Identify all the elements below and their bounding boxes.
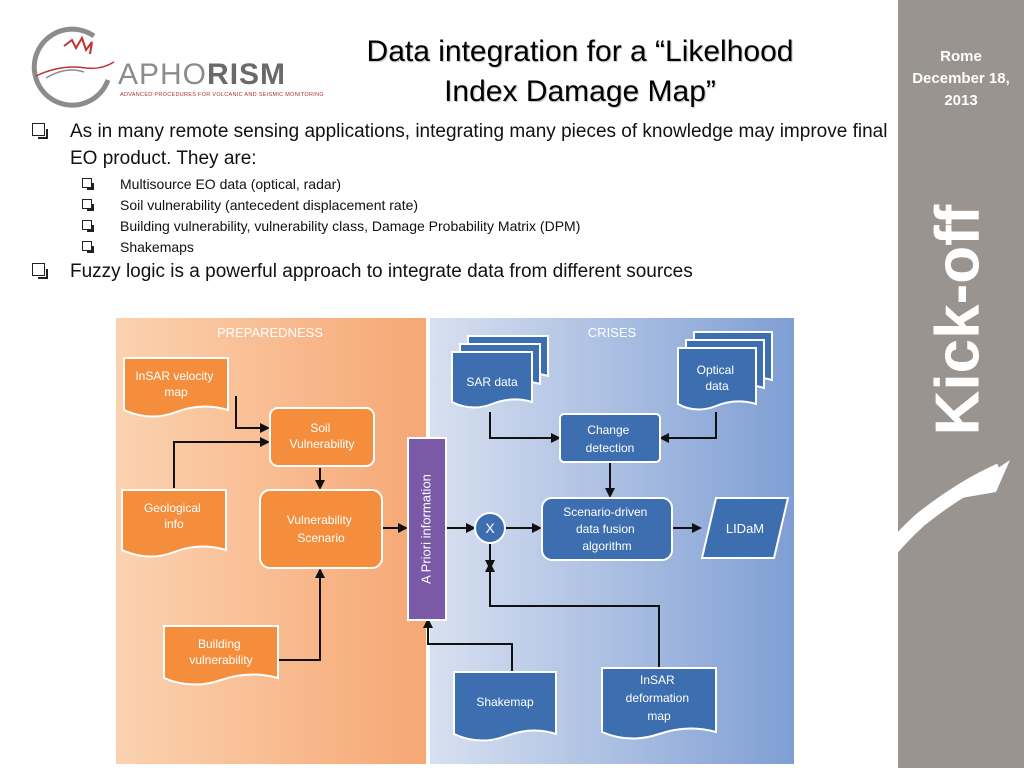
multiply-node bbox=[474, 512, 506, 544]
checkbox-bullet-icon bbox=[32, 263, 48, 279]
insar-velocity-line1: InSAR velocity bbox=[135, 369, 213, 383]
bullet-item: Fuzzy logic is a powerful approach to in… bbox=[32, 258, 892, 285]
svg-text:Geological info: Geological info bbox=[144, 501, 204, 531]
svg-text:Scenario-driven data fus: Scenario-driven data fusion algorithm bbox=[563, 505, 650, 553]
fusion-line3: algorithm bbox=[582, 539, 631, 553]
lidam-node bbox=[700, 497, 790, 559]
checkbox-bullet-icon bbox=[82, 241, 94, 253]
a-priori-information-node bbox=[407, 437, 447, 621]
bullet-list: As in many remote sensing applications, … bbox=[32, 118, 892, 287]
shakemap-label: Shakemap bbox=[476, 695, 534, 709]
svg-text:Soil Vulnerability: Soil Vulnerability bbox=[290, 421, 355, 451]
title-line-1: Data integration for a “Likelhood bbox=[366, 35, 794, 68]
change-detection-node bbox=[559, 413, 661, 463]
title-line-2: Index Damage Map” bbox=[444, 75, 716, 108]
event-info: Rome December 18, 2013 bbox=[898, 46, 1024, 112]
fusion-algorithm-node bbox=[541, 497, 673, 561]
logo-subtitle: ADVANCED PROCEDURES FOR VOLCANIC AND SEI… bbox=[120, 92, 324, 98]
svg-text:Optical data: Optical data bbox=[697, 363, 738, 393]
checkbox-bullet-icon bbox=[82, 220, 94, 232]
checkbox-bullet-icon bbox=[82, 178, 94, 190]
event-city: Rome bbox=[940, 48, 982, 65]
vulnerability-scenario-node bbox=[259, 489, 383, 569]
checkbox-bullet-icon bbox=[82, 199, 94, 211]
shakemap-node bbox=[453, 671, 557, 742]
insar-deformation-line3: map bbox=[647, 709, 671, 723]
checkbox-bullet-icon bbox=[32, 123, 48, 139]
building-vulnerability-line2: vulnerability bbox=[189, 653, 252, 667]
sar-data-node bbox=[451, 351, 533, 409]
svg-text:InSAR velocity map: InSAR velocity map bbox=[135, 369, 216, 399]
change-detection-line1: Change bbox=[587, 423, 629, 437]
svg-text:Vulnerability Scenario: Vulnerability Scenario bbox=[287, 513, 355, 545]
bullet-item: As in many remote sensing applications, … bbox=[32, 118, 892, 172]
vulnerability-scenario-line1: Vulnerability bbox=[287, 513, 352, 527]
insar-velocity-map-node bbox=[123, 357, 229, 418]
vulnerability-scenario-line2: Scenario bbox=[297, 531, 345, 545]
optical-data-line1: Optical bbox=[697, 363, 734, 377]
fusion-line1: Scenario-driven bbox=[563, 505, 647, 519]
soil-vulnerability-node bbox=[269, 407, 375, 467]
sub-bullet-item: Building vulnerability, vulnerability cl… bbox=[82, 216, 892, 237]
event-date: December 18, 2013 bbox=[912, 70, 1010, 109]
sub-bullet-item: Soil vulnerability (antecedent displacem… bbox=[82, 195, 892, 216]
decorative-arc-icon bbox=[819, 460, 1010, 768]
crises-label: CRISES bbox=[588, 325, 637, 340]
soil-vulnerability-line2: Vulnerability bbox=[290, 437, 355, 451]
sar-data-label: SAR data bbox=[466, 375, 518, 389]
lidam-label: LIDaM bbox=[726, 521, 764, 536]
kickoff-label: Kick-off bbox=[923, 204, 993, 436]
fusion-line2: data fusion bbox=[576, 522, 635, 536]
geological-info-line1: Geological bbox=[144, 501, 201, 515]
svg-text:Building vulnerability: Building vulnerability bbox=[189, 637, 252, 667]
geological-info-line2: info bbox=[164, 517, 184, 531]
multiply-label: X bbox=[485, 520, 495, 536]
insar-deformation-line2: deformation bbox=[626, 691, 689, 705]
insar-deformation-line1: InSAR bbox=[640, 673, 675, 687]
insar-deformation-node bbox=[601, 667, 717, 740]
svg-text:Change detection: Change detection bbox=[586, 423, 635, 455]
optical-data-line2: data bbox=[705, 379, 729, 393]
logo-wordmark: APHORISM bbox=[118, 58, 287, 91]
soil-vulnerability-line1: Soil bbox=[310, 421, 330, 435]
preparedness-label: PREPAREDNESS bbox=[217, 325, 323, 340]
change-detection-line2: detection bbox=[586, 441, 635, 455]
aphorism-logo: APHORISM ADVANCED PROCEDURES FOR VOLCANI… bbox=[16, 18, 324, 108]
building-vulnerability-line1: Building bbox=[198, 637, 241, 651]
building-vulnerability-node bbox=[163, 625, 279, 686]
sub-bullet-item: Multisource EO data (optical, radar) bbox=[82, 174, 892, 195]
logo-emblem-icon bbox=[31, 26, 115, 108]
optical-data-node bbox=[677, 347, 757, 411]
a-priori-information-label: A Priori information bbox=[418, 474, 433, 584]
slide-title: Data integration for a “Likelhood Index … bbox=[300, 32, 860, 112]
sub-bullet-item: Shakemaps bbox=[82, 237, 892, 258]
svg-text:InSAR deformation: InSAR deformation map bbox=[626, 673, 693, 723]
data-integration-diagram: PREPAREDNESS CRISES InSAR velocity map bbox=[116, 318, 794, 764]
geological-info-node bbox=[121, 489, 227, 558]
insar-velocity-line2: map bbox=[164, 385, 188, 399]
sidebar: Rome December 18, 2013 bbox=[898, 0, 1024, 768]
